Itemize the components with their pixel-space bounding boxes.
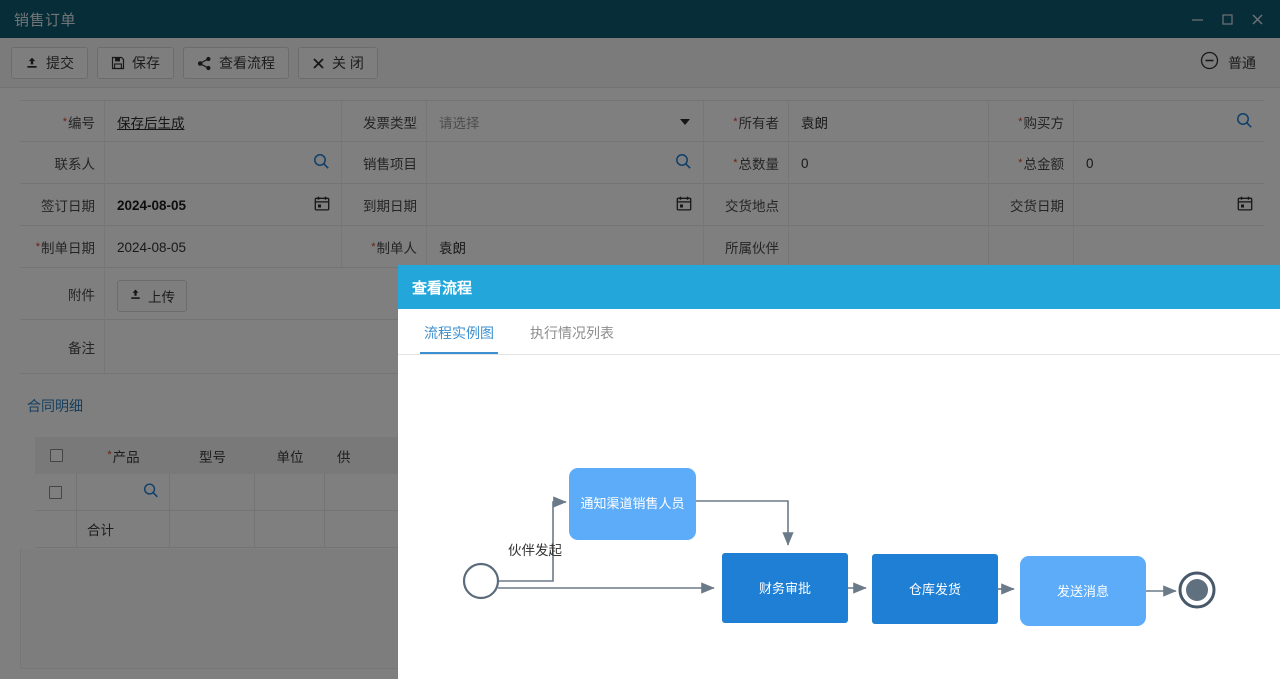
tab-flow-diagram[interactable]: 流程实例图 [420, 323, 498, 354]
flow-node-finance-approval-label: 财务审批 [759, 581, 811, 596]
tab-execution-list[interactable]: 执行情况列表 [530, 325, 614, 341]
flow-node-notify-channel-sales-label: 通知渠道销售人员 [580, 496, 684, 511]
flow-diagram[interactable]: 伙伴发起 通知渠道销售人员 财务审批 仓库发货 发送消息 [398, 355, 1280, 679]
view-flow-dialog: 查看流程 流程实例图 执行情况列表 [398, 265, 1280, 679]
flow-node-warehouse-shipment[interactable] [872, 554, 998, 624]
flow-node-end-core[interactable] [1186, 579, 1208, 601]
dialog-body: 伙伴发起 通知渠道销售人员 财务审批 仓库发货 发送消息 [398, 355, 1280, 679]
flow-node-notify-channel-sales[interactable] [569, 468, 696, 540]
edge-notify-to-finance [696, 500, 794, 546]
dialog-tabs: 流程实例图 执行情况列表 [398, 309, 1280, 355]
flow-node-send-message[interactable] [1020, 556, 1146, 626]
flow-node-start[interactable] [462, 562, 500, 600]
edge-label-partner-initiate: 伙伴发起 [508, 543, 562, 558]
flow-node-send-message-label: 发送消息 [1057, 584, 1109, 599]
flow-node-warehouse-shipment-label: 仓库发货 [909, 582, 961, 597]
edge-start-to-notify [498, 496, 567, 582]
flow-node-finance-approval[interactable] [722, 553, 848, 623]
dialog-title: 查看流程 [412, 279, 473, 297]
dialog-header: 查看流程 [398, 265, 1280, 309]
